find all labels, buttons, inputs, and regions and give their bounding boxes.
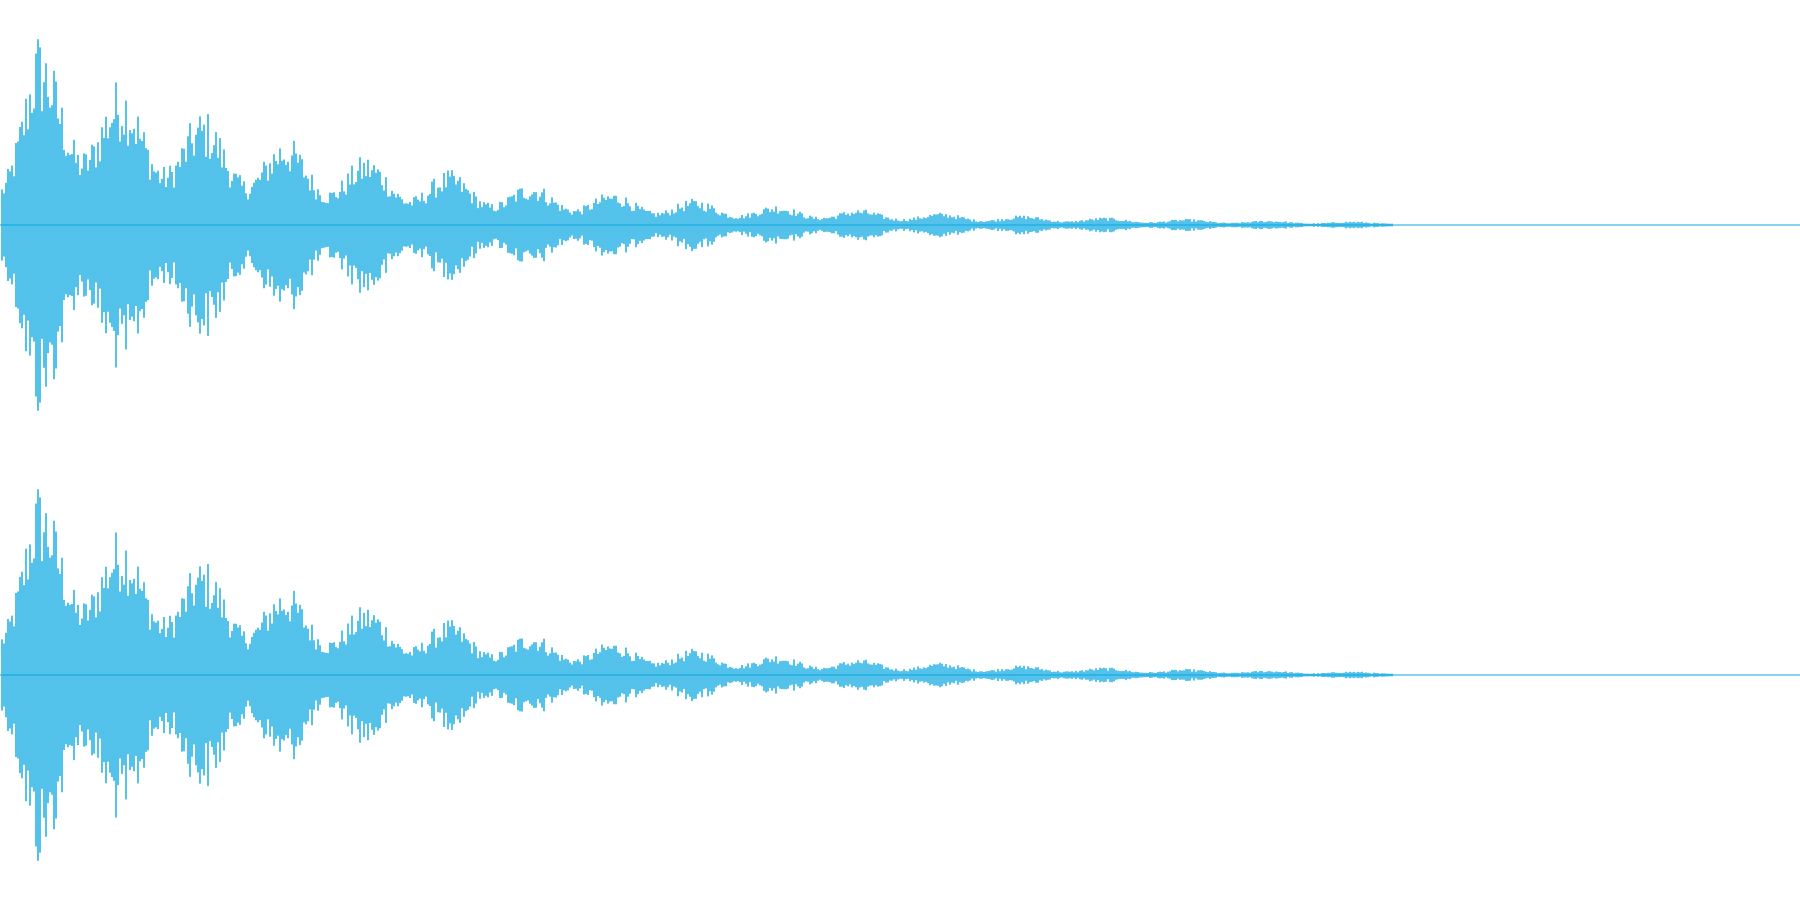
waveform-samples bbox=[1, 489, 1393, 861]
waveform-channel-left[interactable] bbox=[0, 39, 1800, 411]
waveform-channel-right[interactable] bbox=[0, 489, 1800, 861]
waveform-samples bbox=[1, 39, 1393, 411]
